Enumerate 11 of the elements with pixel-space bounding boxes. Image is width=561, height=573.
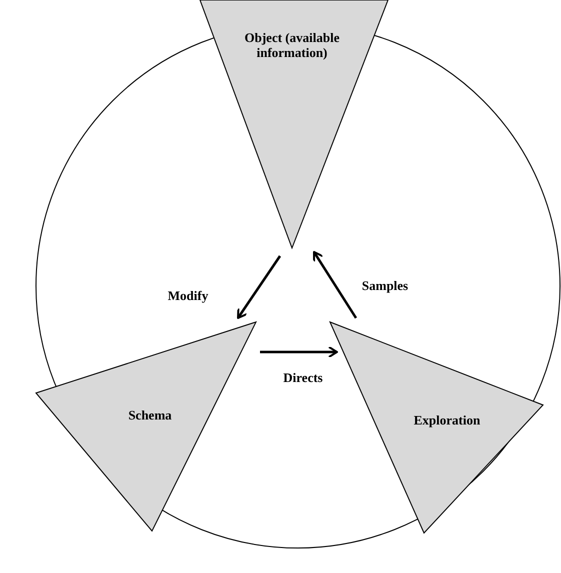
node-label: Schema xyxy=(127,408,173,422)
triangle-node xyxy=(330,322,543,533)
node-label: Exploration xyxy=(412,412,482,428)
triangle-node xyxy=(36,322,256,531)
arrow xyxy=(312,251,358,319)
edge-label: Samples xyxy=(360,278,410,294)
arrow xyxy=(260,346,338,358)
node-label: Object (available information) xyxy=(244,30,340,60)
arrow xyxy=(236,255,282,319)
edge-label: Modify xyxy=(166,288,210,304)
triangle-node xyxy=(200,0,388,248)
